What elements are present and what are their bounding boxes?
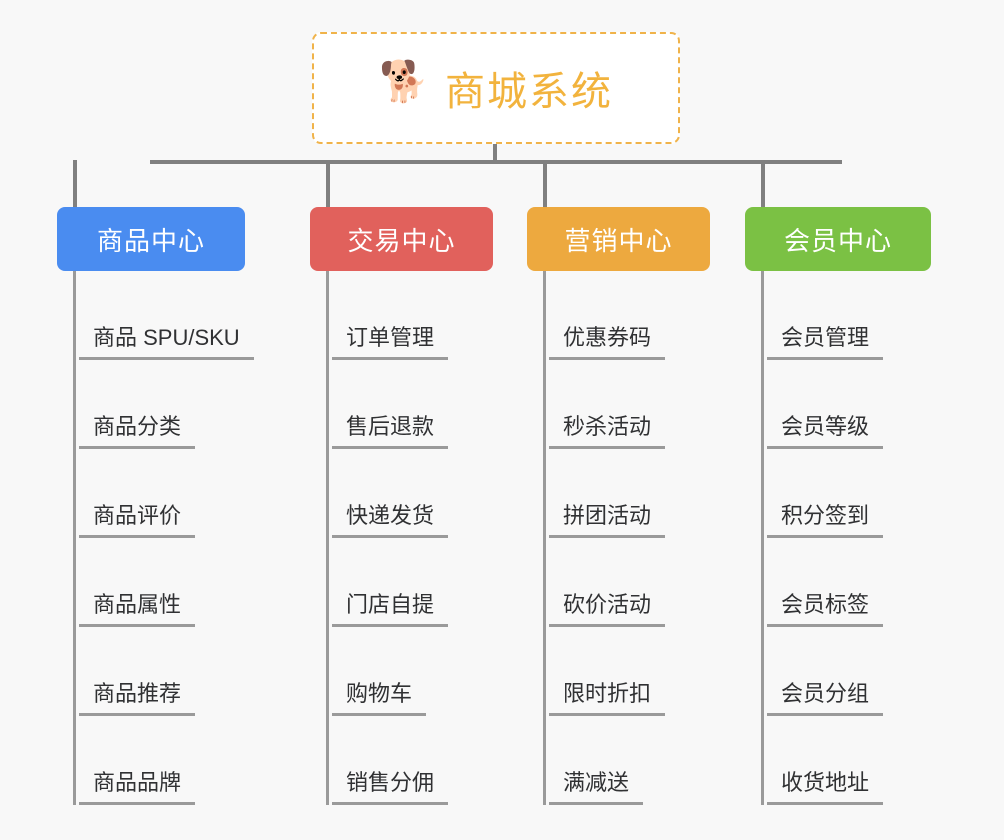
leaf-item[interactable]: 订单管理	[329, 271, 493, 360]
leaf-item[interactable]: 商品 SPU/SKU	[76, 271, 254, 360]
leaf-item-label: 拼团活动	[549, 502, 666, 538]
leaf-item-label: 优惠券码	[549, 324, 666, 360]
category-column-4: 会员中心会员管理会员等级积分签到会员标签会员分组收货地址	[745, 207, 931, 805]
leaf-list-2: 订单管理售后退款快递发货门店自提购物车销售分佣	[326, 271, 493, 805]
leaf-item[interactable]: 会员分组	[764, 627, 931, 716]
category-box-3[interactable]: 营销中心	[527, 207, 710, 271]
leaf-item[interactable]: 门店自提	[329, 538, 493, 627]
leaf-item-label: 积分签到	[767, 502, 884, 538]
leaf-list-4: 会员管理会员等级积分签到会员标签会员分组收货地址	[761, 271, 931, 805]
leaf-list-1: 商品 SPU/SKU 商品分类商品评价商品属性商品推荐商品品牌	[73, 271, 254, 805]
leaf-item[interactable]: 满减送	[546, 716, 710, 805]
connector-horizontal-bus	[150, 160, 842, 164]
leaf-item[interactable]: 拼团活动	[546, 449, 710, 538]
category-label: 交易中心	[347, 225, 456, 256]
category-box-2[interactable]: 交易中心	[310, 207, 493, 271]
leaf-list-3: 优惠券码秒杀活动拼团活动砍价活动限时折扣满减送	[543, 271, 710, 805]
root-node[interactable]: 🐕 商城系统	[312, 32, 680, 144]
leaf-item-label: 商品分类	[79, 413, 196, 449]
category-box-4[interactable]: 会员中心	[745, 207, 931, 271]
leaf-item-label: 会员管理	[767, 324, 884, 360]
leaf-item-label: 快递发货	[332, 502, 449, 538]
leaf-item-label: 商品推荐	[79, 680, 196, 716]
connector-drop-1	[73, 160, 77, 207]
leaf-item-label: 秒杀活动	[549, 413, 666, 449]
leaf-item[interactable]: 商品分类	[76, 360, 245, 449]
category-label: 商品中心	[96, 225, 205, 256]
leaf-item-label: 商品属性	[79, 591, 196, 627]
leaf-item-label: 商品评价	[79, 502, 196, 538]
connector-drop-2	[326, 160, 330, 207]
category-column-2: 交易中心订单管理售后退款快递发货门店自提购物车销售分佣	[310, 207, 493, 805]
leaf-item[interactable]: 会员标签	[764, 538, 931, 627]
leaf-item[interactable]: 收货地址	[764, 716, 931, 805]
leaf-item[interactable]: 售后退款	[329, 360, 493, 449]
leaf-item-label: 限时折扣	[549, 680, 666, 716]
category-column-1: 商品中心商品 SPU/SKU 商品分类商品评价商品属性商品推荐商品品牌	[57, 207, 254, 805]
shiba-dog-face-icon: 🐕	[379, 60, 429, 104]
category-column-3: 营销中心优惠券码秒杀活动拼团活动砍价活动限时折扣满减送	[527, 207, 710, 805]
leaf-item[interactable]: 快递发货	[329, 449, 493, 538]
leaf-item[interactable]: 秒杀活动	[546, 360, 710, 449]
category-box-1[interactable]: 商品中心	[57, 207, 245, 271]
category-label: 营销中心	[564, 225, 673, 256]
leaf-item-label: 售后退款	[332, 413, 449, 449]
leaf-item[interactable]: 商品属性	[76, 538, 245, 627]
leaf-item-label: 门店自提	[332, 591, 449, 627]
root-node-title: 商城系统	[445, 70, 613, 114]
leaf-item-label: 购物车	[332, 680, 427, 716]
leaf-item[interactable]: 商品品牌	[76, 716, 245, 805]
leaf-item-label: 砍价活动	[549, 591, 666, 627]
leaf-item-label: 商品 SPU/SKU	[79, 324, 254, 360]
leaf-item[interactable]: 商品评价	[76, 449, 245, 538]
category-label: 会员中心	[783, 225, 892, 256]
leaf-item[interactable]: 限时折扣	[546, 627, 710, 716]
connector-drop-4	[761, 160, 765, 207]
connector-root-stem	[493, 144, 497, 162]
connector-drop-3	[543, 160, 547, 207]
leaf-item-label: 满减送	[549, 769, 644, 805]
leaf-item[interactable]: 砍价活动	[546, 538, 710, 627]
leaf-item[interactable]: 会员管理	[764, 271, 931, 360]
leaf-item[interactable]: 积分签到	[764, 449, 931, 538]
leaf-item[interactable]: 会员等级	[764, 360, 931, 449]
leaf-item-label: 会员分组	[767, 680, 884, 716]
leaf-item-label: 订单管理	[332, 324, 449, 360]
leaf-item-label: 收货地址	[767, 769, 884, 805]
leaf-item[interactable]: 优惠券码	[546, 271, 710, 360]
leaf-item-label: 会员等级	[767, 413, 884, 449]
leaf-item[interactable]: 购物车	[329, 627, 493, 716]
leaf-item-label: 会员标签	[767, 591, 884, 627]
leaf-item-label: 销售分佣	[332, 769, 449, 805]
leaf-item-label: 商品品牌	[79, 769, 196, 805]
leaf-item[interactable]: 销售分佣	[329, 716, 493, 805]
leaf-item[interactable]: 商品推荐	[76, 627, 245, 716]
